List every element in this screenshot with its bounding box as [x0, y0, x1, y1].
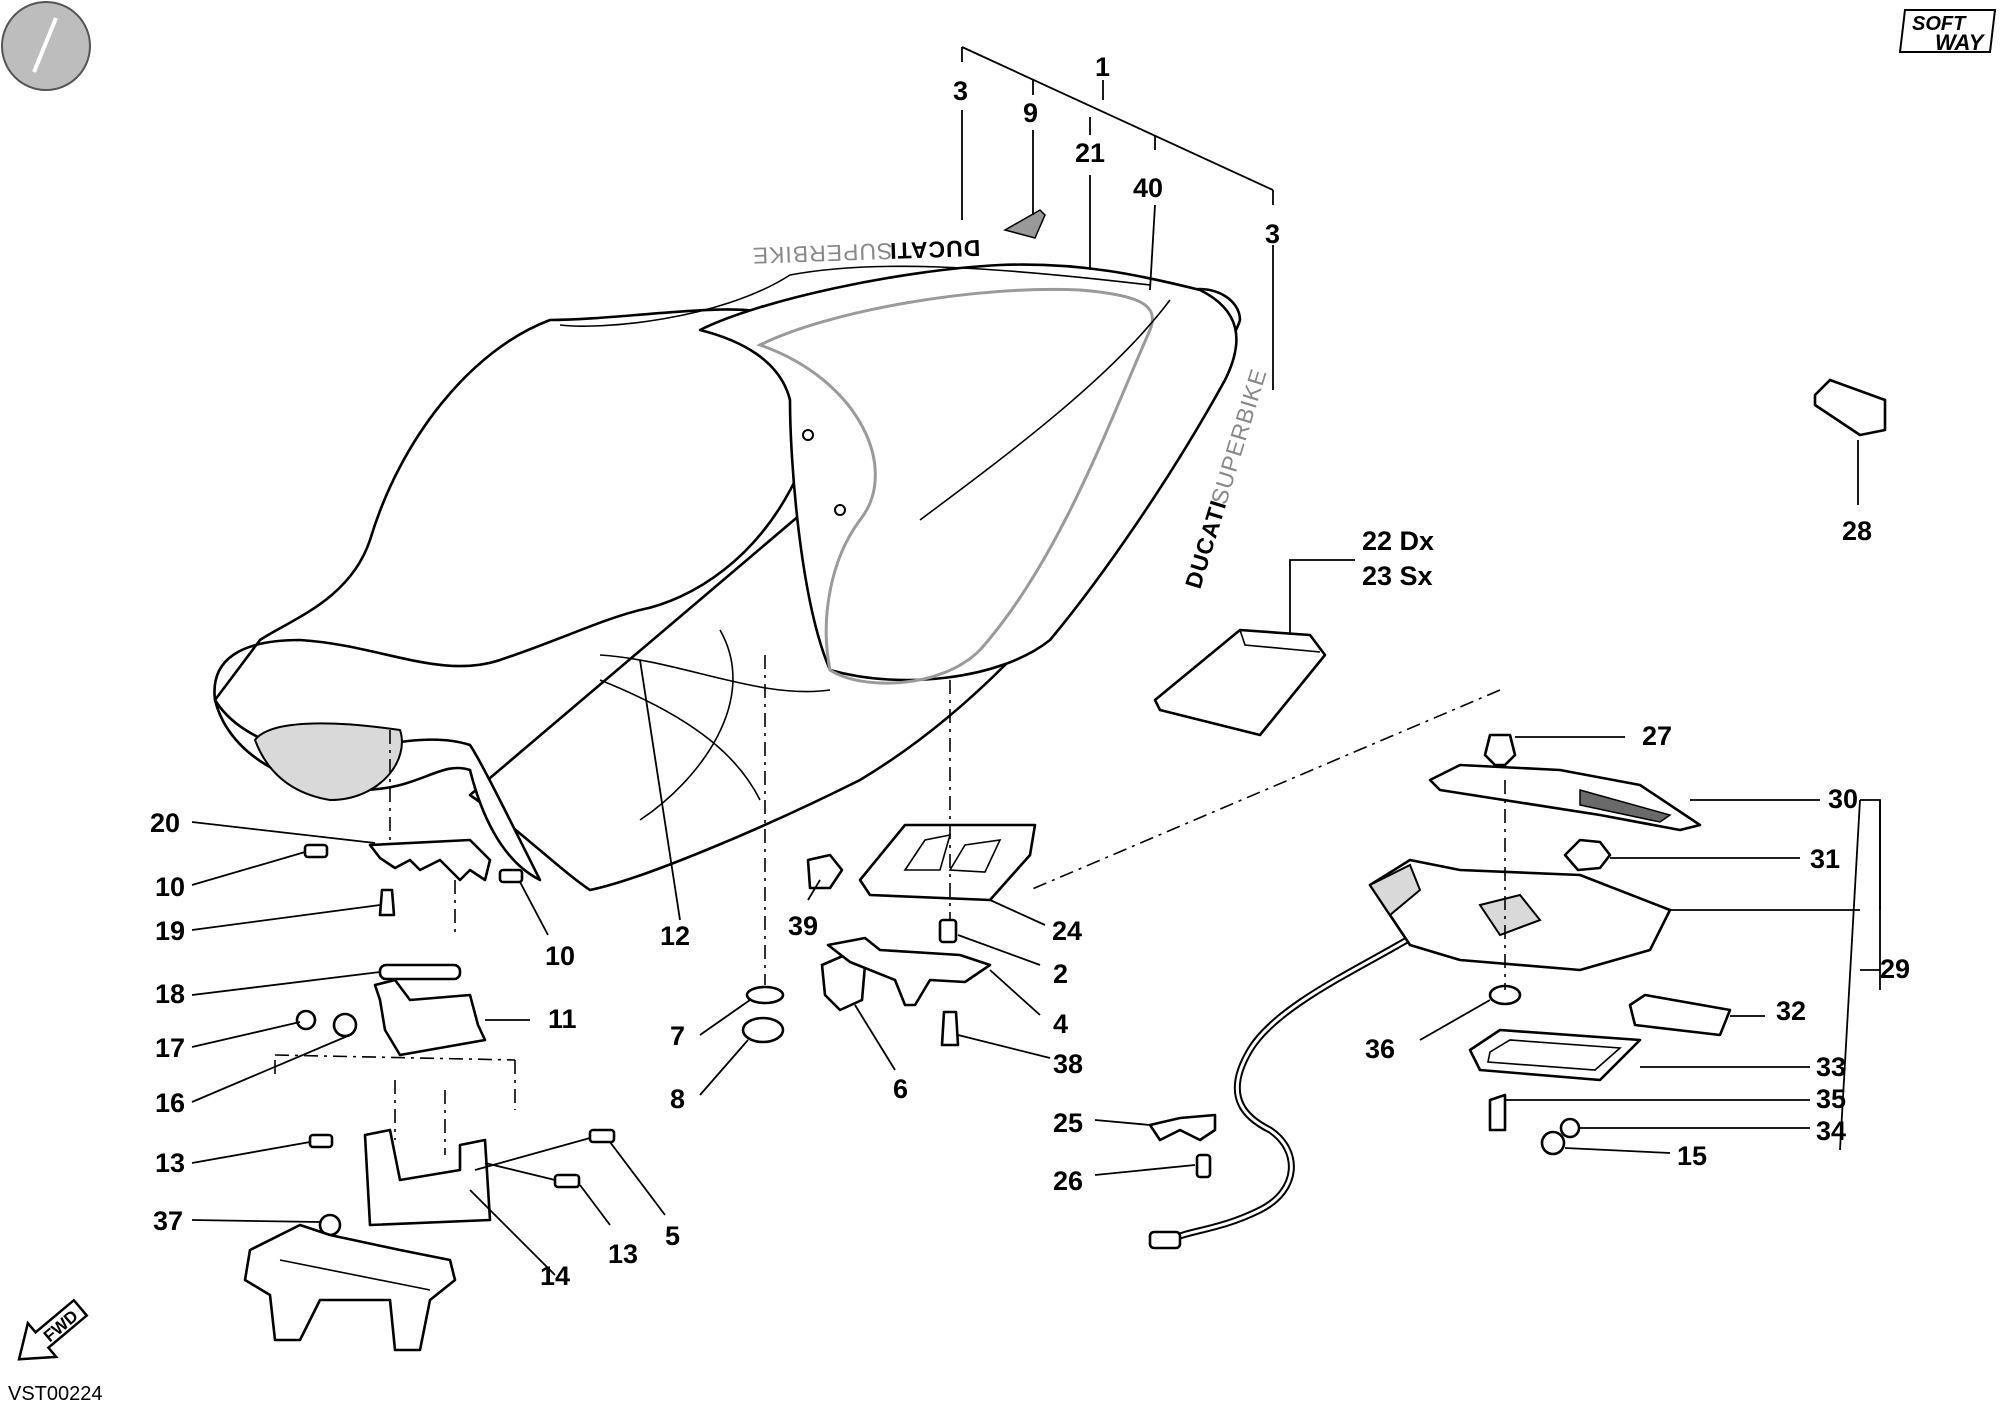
diagram-code: VST00224 [8, 1383, 103, 1405]
label-part-12: 12 [660, 921, 690, 951]
label-part-6: 6 [893, 1074, 908, 1104]
label-part-14: 14 [540, 1261, 570, 1291]
decal-top-superbike: SUPERBIKE [751, 238, 892, 269]
label-part-15: 15 [1677, 1141, 1707, 1171]
logo-soft: SOFT [1912, 13, 1967, 35]
label-part-40: 40 [1133, 173, 1163, 203]
label-part-10-left: 10 [155, 872, 185, 902]
label-part-26: 26 [1053, 1166, 1083, 1196]
softway-logo: SOFT WAY [1898, 9, 1997, 55]
label-part-3-top: 3 [953, 76, 968, 106]
label-part-34: 34 [1816, 1116, 1846, 1146]
label-part-13-left: 13 [155, 1148, 185, 1178]
decal-top-ducati: DUCATI [889, 235, 981, 264]
label-part-32: 32 [1776, 996, 1806, 1026]
label-part-9: 9 [1023, 98, 1038, 128]
label-part-23: 23 Sx [1362, 561, 1433, 591]
dashed-alignment-lines [274, 655, 1506, 1155]
brand-decal-top: DUCATI SUPERBIKE [751, 235, 980, 269]
label-part-27: 27 [1642, 721, 1672, 751]
label-part-19: 19 [155, 916, 185, 946]
decal-side-ducati: DUCATI [1180, 497, 1232, 592]
label-part-35: 35 [1816, 1084, 1846, 1114]
tail-light-assembly [1368, 733, 1732, 1156]
label-part-1: 1 [1095, 52, 1110, 82]
center-small-parts [741, 823, 1217, 1179]
label-part-21: 21 [1075, 138, 1105, 168]
part-9-badge-icon [1003, 209, 1046, 239]
label-part-31: 31 [1810, 844, 1840, 874]
label-part-8: 8 [670, 1084, 685, 1114]
forward-direction-arrow-icon: FWD [17, 1298, 89, 1361]
seat-assembly [213, 263, 1242, 892]
label-part-7: 7 [670, 1021, 685, 1051]
label-part-30: 30 [1828, 784, 1858, 814]
label-part-16: 16 [155, 1088, 185, 1118]
label-part-4: 4 [1053, 1009, 1068, 1039]
label-part-5: 5 [665, 1221, 680, 1251]
label-part-24: 24 [1052, 916, 1082, 946]
label-part-37: 37 [153, 1206, 183, 1236]
label-part-22: 22 Dx [1362, 526, 1434, 556]
corner-emblem-icon [1, 1, 91, 91]
side-pad-part [1153, 628, 1327, 737]
label-part-10-right: 10 [545, 941, 575, 971]
part-labels: 1 3 9 21 40 3 28 22 Dx 23 Sx 27 30 31 29… [150, 52, 1910, 1291]
leader-lines [191, 46, 1881, 1276]
label-part-39: 39 [788, 911, 818, 941]
part-28-icon [1813, 378, 1887, 437]
label-part-25: 25 [1053, 1108, 1083, 1138]
label-part-13-right: 13 [608, 1239, 638, 1269]
logo-way: WAY [1935, 30, 1986, 55]
label-part-17: 17 [155, 1033, 185, 1063]
label-part-38: 38 [1053, 1049, 1083, 1079]
label-part-18: 18 [155, 979, 185, 1009]
label-part-36: 36 [1365, 1034, 1395, 1064]
label-part-29: 29 [1880, 954, 1910, 984]
front-hinge-parts [243, 838, 616, 1352]
release-cable [1168, 917, 1442, 1244]
label-part-2: 2 [1053, 959, 1068, 989]
label-part-33: 33 [1816, 1052, 1846, 1082]
label-part-11: 11 [548, 1004, 577, 1034]
label-part-20: 20 [150, 808, 180, 838]
label-part-28: 28 [1842, 516, 1872, 546]
label-part-3-right: 3 [1265, 219, 1280, 249]
